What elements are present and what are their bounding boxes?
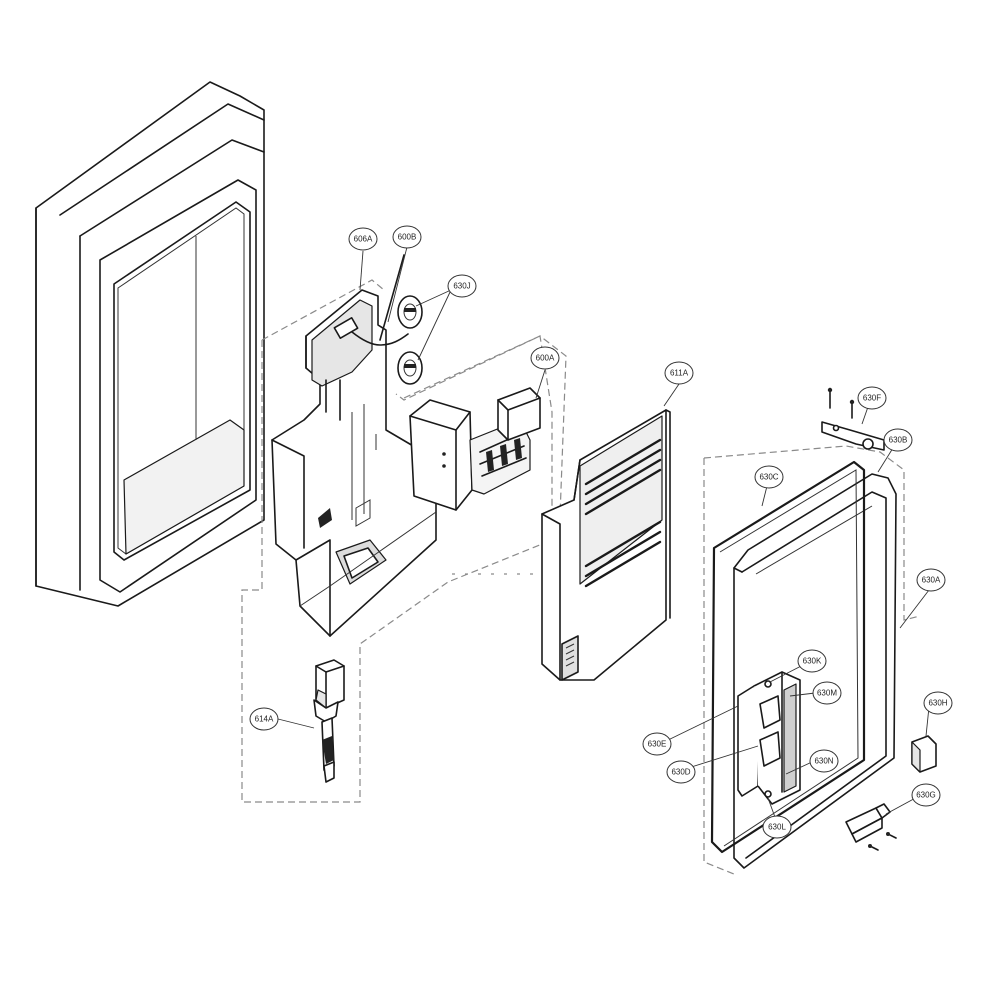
dispenser-housing bbox=[271, 289, 437, 637]
callout-606A: 606A bbox=[348, 227, 378, 251]
door-outer-panel bbox=[35, 81, 265, 607]
knob-lower bbox=[397, 351, 423, 385]
callout-630L: 630L bbox=[762, 815, 792, 839]
callout-label: 630K bbox=[803, 657, 822, 666]
callout-label: 630N bbox=[814, 757, 833, 766]
knob-upper bbox=[397, 295, 423, 329]
lever-assembly bbox=[737, 671, 801, 805]
callout-630N: 630N bbox=[809, 749, 839, 773]
latch-cap bbox=[911, 735, 937, 773]
callout-630H: 630H bbox=[923, 691, 953, 715]
callout-630C: 630C bbox=[754, 465, 784, 489]
group-outline-door-left bbox=[703, 458, 735, 875]
callout-label: 630C bbox=[759, 473, 778, 482]
ice-maker-assembly bbox=[409, 387, 541, 511]
group-outline-icemaker bbox=[403, 335, 567, 517]
callout-614A: 614A bbox=[249, 707, 279, 731]
wire-harness bbox=[351, 254, 409, 346]
callout-label: 614A bbox=[255, 715, 274, 724]
callout-630B: 630B bbox=[883, 428, 913, 452]
callout-630E: 630E bbox=[642, 732, 672, 756]
callout-611A: 611A bbox=[664, 361, 694, 385]
callout-630F: 630F bbox=[857, 386, 887, 410]
callout-630M: 630M bbox=[812, 681, 842, 705]
callout-label: 630L bbox=[768, 823, 786, 832]
callout-label: 600B bbox=[398, 233, 417, 242]
callout-label: 630E bbox=[648, 740, 667, 749]
door-gasket bbox=[710, 460, 866, 854]
callout-600B: 600B bbox=[392, 225, 422, 249]
callout-label: 630B bbox=[889, 436, 908, 445]
callout-label: 630A bbox=[922, 576, 941, 585]
group-outline-lower bbox=[241, 335, 553, 803]
callout-630K: 630K bbox=[797, 649, 827, 673]
callout-630D: 630D bbox=[666, 760, 696, 784]
cover-panel bbox=[541, 409, 671, 681]
group-outline-dispenser bbox=[261, 279, 385, 341]
callout-label: 606A bbox=[354, 235, 373, 244]
lower-bracket bbox=[845, 803, 897, 851]
group-outline-door bbox=[703, 445, 921, 621]
hinge-bracket bbox=[821, 387, 885, 451]
callout-label: 630D bbox=[671, 768, 690, 777]
callout-630A: 630A bbox=[916, 568, 946, 592]
callout-label: 630F bbox=[863, 394, 881, 403]
callout-630J: 630J bbox=[447, 274, 477, 298]
callout-label: 611A bbox=[670, 369, 689, 378]
callout-label: 630J bbox=[453, 282, 470, 291]
motor-switch-assembly bbox=[313, 659, 345, 783]
callout-label: 630M bbox=[817, 689, 837, 698]
callout-label: 630H bbox=[928, 699, 947, 708]
callout-label: 600A bbox=[536, 354, 555, 363]
callout-label: 630G bbox=[916, 791, 936, 800]
callout-630G: 630G bbox=[911, 783, 941, 807]
callout-600A: 600A bbox=[530, 346, 560, 370]
